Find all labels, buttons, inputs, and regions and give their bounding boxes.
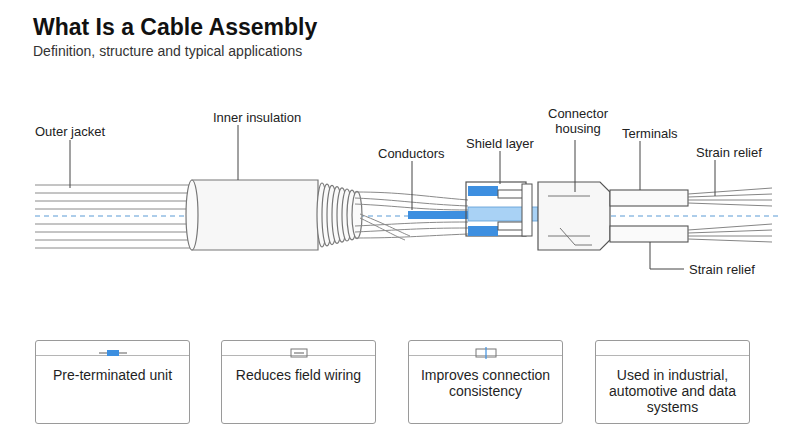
- box-text: Improves connection consistency: [409, 341, 562, 407]
- feature-box: Improves connection consistency: [408, 340, 563, 424]
- title: What Is a Cable Assembly: [33, 14, 317, 41]
- box-icon: [653, 345, 693, 361]
- box-divider: [222, 355, 375, 356]
- part-label: Connector housing: [545, 106, 611, 136]
- part-label: Outer jacket: [33, 124, 107, 139]
- part-label: Conductors: [376, 146, 446, 161]
- box-divider: [596, 355, 749, 356]
- feature-box: Pre-terminated unit: [35, 340, 190, 424]
- box-text: Pre-terminated unit: [36, 341, 189, 391]
- box-text: Used in industrial, automotive and data …: [596, 341, 749, 423]
- caption: Definition, structure and typical applic…: [33, 43, 302, 59]
- box-text: Reduces field wiring: [222, 341, 375, 391]
- feature-box: Reduces field wiring: [221, 340, 376, 424]
- part-label: Terminals: [620, 126, 680, 141]
- box-icon: [93, 345, 133, 361]
- part-label: Shield layer: [464, 136, 536, 151]
- box-icon: [466, 345, 506, 361]
- part-label: Strain relief: [694, 145, 764, 160]
- feature-box: Used in industrial, automotive and data …: [595, 340, 750, 424]
- part-label: Strain relief: [687, 262, 757, 277]
- part-label: Inner insulation: [211, 110, 303, 125]
- box-icon: [279, 345, 319, 361]
